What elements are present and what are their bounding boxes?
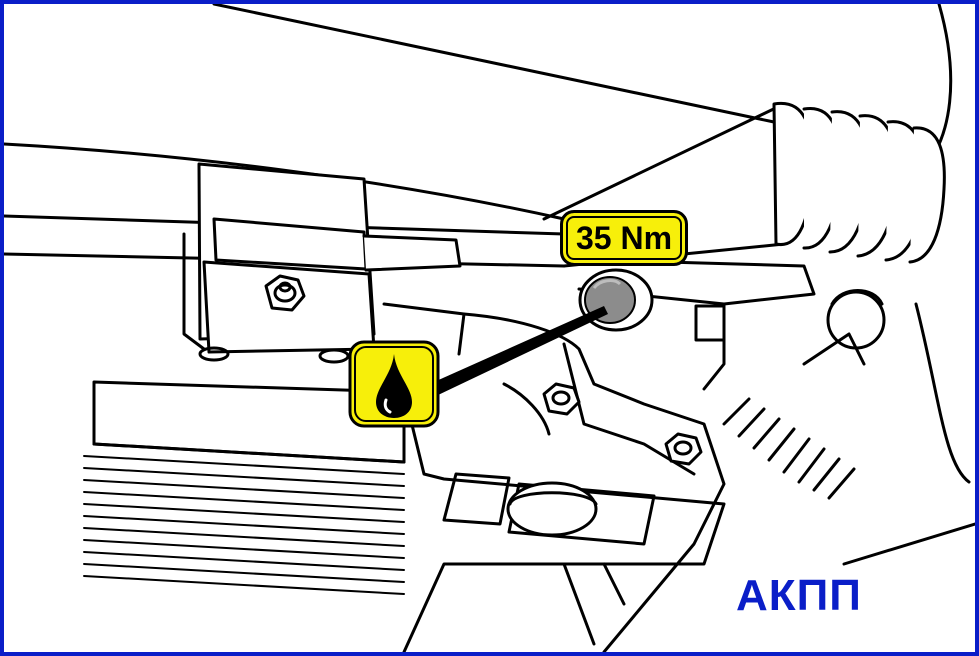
bracket-bolt <box>264 274 306 312</box>
transmission-caption: АКПП <box>736 571 862 620</box>
mount-bracket <box>182 162 462 364</box>
transmission-line-drawing <box>4 4 975 652</box>
oil-drop-icon <box>348 340 440 428</box>
torque-spec-label: 35 Nm <box>560 210 688 266</box>
cooling-fins <box>722 332 866 500</box>
bellows-boot <box>772 101 946 264</box>
pointer-line <box>434 306 608 396</box>
case-bolt-1 <box>542 382 581 416</box>
case-bolt-2 <box>664 432 703 466</box>
